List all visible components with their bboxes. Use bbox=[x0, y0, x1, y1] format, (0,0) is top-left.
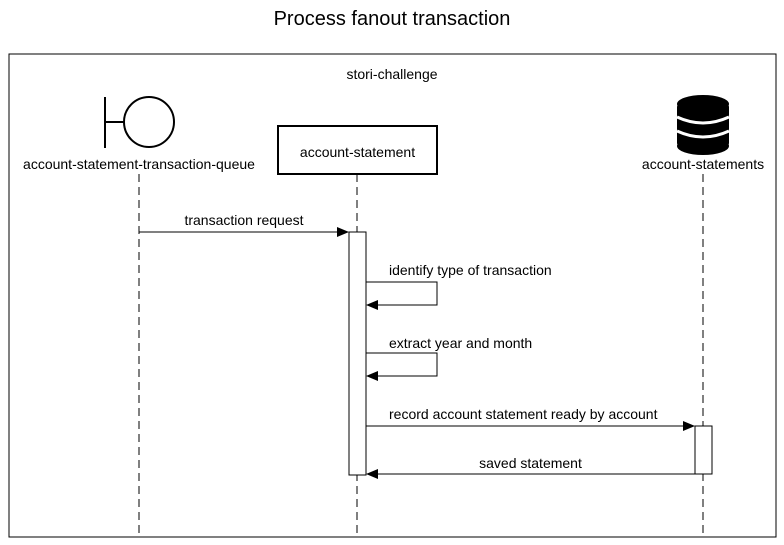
diagram-title: Process fanout transaction bbox=[273, 8, 511, 30]
frame-label: stori-challenge bbox=[346, 66, 438, 82]
message-label-identify-type: identify type of transaction bbox=[389, 262, 552, 278]
database-icon bbox=[676, 95, 730, 155]
message-label-saved-statement: saved statement bbox=[479, 455, 582, 471]
message-label-extract-year-month: extract year and month bbox=[389, 335, 533, 351]
message-arrow-identify-type bbox=[366, 281, 438, 310]
message-label-transaction-request: transaction request bbox=[184, 212, 304, 228]
activation-account-statement bbox=[348, 231, 367, 476]
participant-box-account-statement bbox=[277, 125, 438, 175]
message-arrow-extract-year-month bbox=[366, 352, 438, 381]
message-label-record-statement: record account statement ready by accoun… bbox=[389, 406, 658, 422]
activation-account-statements bbox=[694, 425, 713, 475]
participant-label-account-statements: account-statements bbox=[641, 156, 765, 172]
participant-label-queue: account-statement-transaction-queue bbox=[23, 156, 255, 172]
boundary-icon bbox=[104, 96, 175, 148]
frame-box bbox=[8, 53, 777, 538]
participant-label-account-statement: account-statement bbox=[299, 144, 416, 160]
